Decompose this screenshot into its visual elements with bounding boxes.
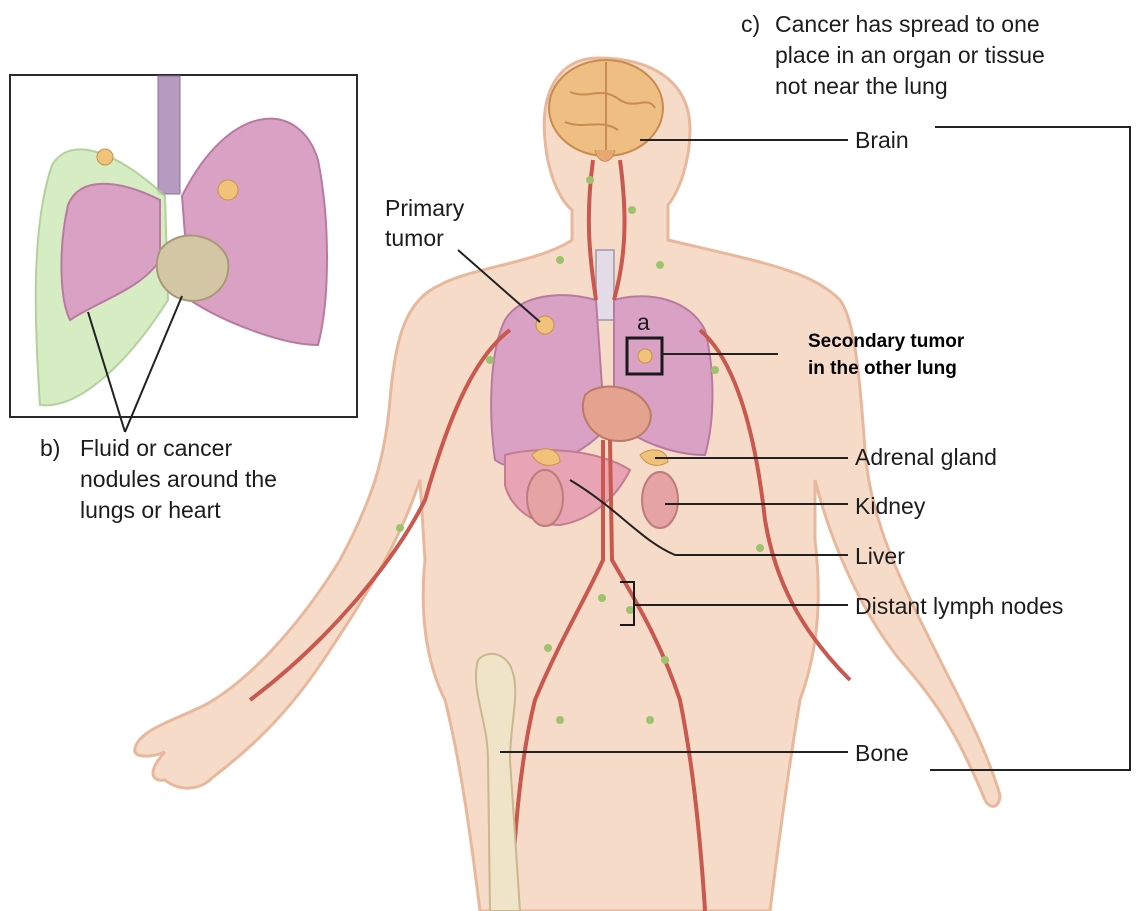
secondary-tumor-line-1: Secondary tumor [808,330,964,353]
section-b-line-2: nodules around the [80,467,277,492]
primary-tumor-line-1: Primary [385,196,464,221]
trachea [596,250,614,320]
section-c-line-2: place in an organ or tissue [775,43,1045,68]
section-a-marker: a [637,310,650,335]
section-b-line-3: lungs or heart [80,498,221,523]
section-c-line-1: Cancer has spread to one [775,12,1040,37]
section-c-line-3: not near the lung [775,74,948,99]
primary-tumor-mark [536,316,554,334]
primary-tumor-line-2: tumor [385,226,444,251]
liver-label: Liver [855,544,905,569]
section-b-line-1: Fluid or cancer [80,436,232,461]
distant-lymph-nodes-label: Distant lymph nodes [855,594,1063,619]
section-b-marker: b) [40,436,60,461]
bone-label: Bone [855,741,909,766]
kidney-label: Kidney [855,494,925,519]
inset-lungs-panel [10,75,357,417]
adrenal-gland-label: Adrenal gland [855,445,997,470]
section-c-marker: c) [741,12,760,37]
secondary-tumor-line-2: in the other lung [808,357,957,380]
secondary-tumor-mark [638,349,652,363]
brain-label: Brain [855,128,909,153]
